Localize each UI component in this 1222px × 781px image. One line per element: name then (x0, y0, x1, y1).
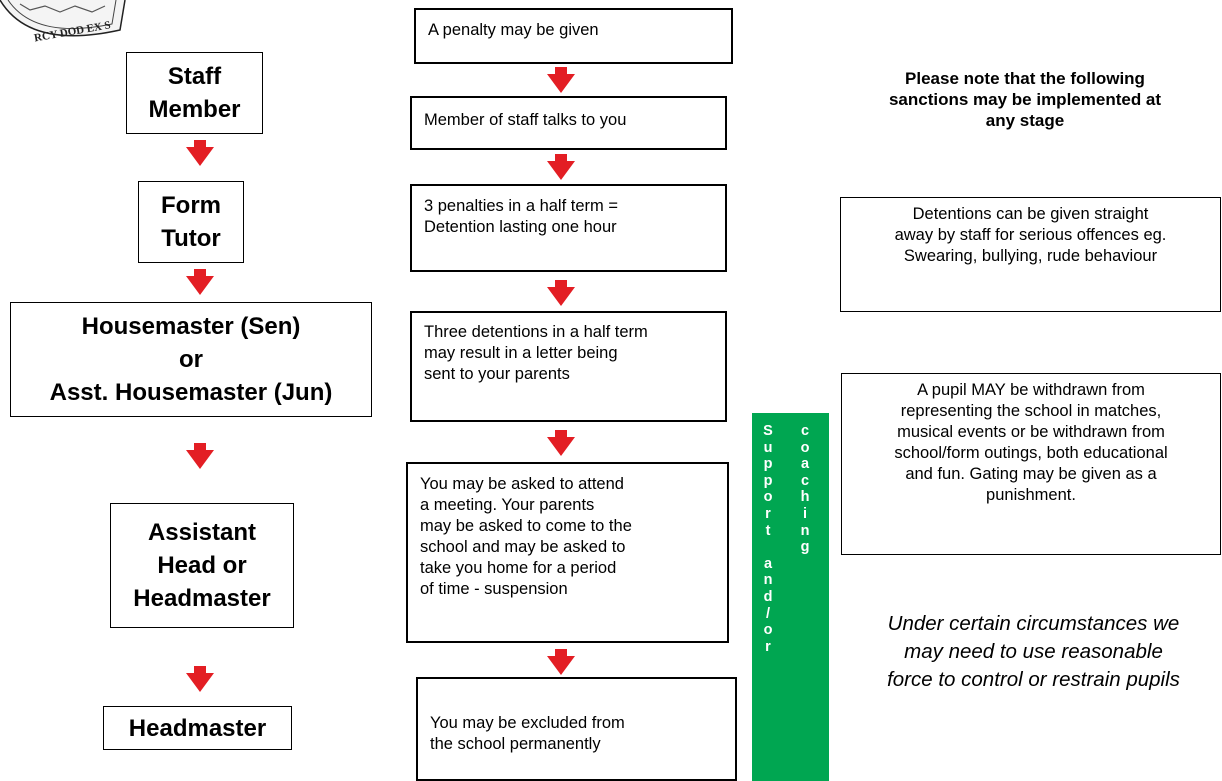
sanctions-note: Please note that the following sanctions… (888, 69, 1162, 130)
withdrawal-info-box: A pupil MAY be withdrawn from representi… (841, 373, 1221, 555)
housemaster-box: Housemaster (Sen) or Asst. Housemaster (… (10, 302, 372, 417)
penalty-text: A penalty may be given (428, 21, 599, 39)
staff-talks-text: Member of staff talks to you (424, 111, 627, 129)
assistant-head-box: Assistant Head or Headmaster (110, 503, 294, 628)
staff-talks-box: Member of staff talks to you (410, 96, 727, 150)
bar-letter: p (763, 456, 773, 473)
bar-letter: n (763, 572, 773, 589)
bar-letter: p (763, 472, 773, 489)
detention-box: 3 penalties in a half term = Detention l… (410, 184, 727, 272)
reasonable-force-note: Under certain circumstances we may need … (887, 612, 1180, 691)
arrow-down-icon (547, 430, 575, 456)
bar-letter: u (763, 439, 773, 456)
bar-letter: o (763, 622, 773, 639)
suspension-text: You may be asked to attend a meeting. Yo… (420, 475, 632, 598)
form-tutor-label: Form Tutor (161, 192, 221, 252)
staff-member-label: Staff Member (148, 63, 241, 123)
arrow-down-icon (186, 443, 214, 469)
staff-member-box: Staff Member (126, 52, 263, 134)
suspension-box: You may be asked to attend a meeting. Yo… (406, 462, 729, 643)
arrow-down-icon (186, 269, 214, 295)
housemaster-label: Housemaster (Sen) or Asst. Housemaster (… (49, 313, 333, 406)
headmaster-label: Headmaster (128, 714, 267, 742)
bar-letter: d (763, 588, 773, 605)
arrow-down-icon (547, 649, 575, 675)
bar-letter: i (802, 505, 808, 522)
detentions-info-text: Detentions can be given straight away by… (894, 205, 1167, 265)
penalty-box: A penalty may be given (414, 8, 733, 64)
exclusion-text: You may be excluded from the school perm… (430, 714, 625, 753)
arrow-down-icon (547, 67, 575, 93)
bar-letter: g (800, 539, 810, 556)
bar-letter: S (763, 423, 773, 439)
arrow-down-icon (186, 140, 214, 166)
support-bar-column-2: c o a c h i n g (797, 423, 813, 556)
letter-text: Three detentions in a half term may resu… (424, 323, 648, 383)
bar-letter: n (800, 522, 810, 539)
support-coaching-bar: S u p p o r t a n d / o r c o a c h i n … (752, 413, 829, 781)
bar-letter: c (800, 423, 810, 439)
arrow-down-icon (186, 666, 214, 692)
bar-letter (760, 539, 776, 556)
letter-box: Three detentions in a half term may resu… (410, 311, 727, 422)
school-crest-logo: RCY DOD EX S (0, 0, 126, 44)
withdrawal-info-text: A pupil MAY be withdrawn from representi… (894, 381, 1168, 504)
arrow-down-icon (547, 280, 575, 306)
bar-letter: o (763, 489, 773, 506)
assistant-head-label: Assistant Head or Headmaster (133, 519, 271, 612)
bar-letter: / (765, 605, 771, 622)
headmaster-box: Headmaster (103, 706, 292, 750)
bar-letter: a (763, 555, 773, 572)
bar-letter: o (800, 439, 810, 456)
bar-letter: r (765, 638, 771, 655)
arrow-down-icon (547, 154, 575, 180)
detentions-info-box: Detentions can be given straight away by… (840, 197, 1221, 312)
bar-letter: r (765, 505, 771, 522)
detention-text: 3 penalties in a half term = Detention l… (424, 197, 618, 236)
support-bar-column-1: S u p p o r t a n d / o r (760, 423, 776, 655)
bar-letter: a (800, 456, 810, 473)
form-tutor-box: Form Tutor (138, 181, 244, 263)
exclusion-box: You may be excluded from the school perm… (416, 677, 737, 781)
bar-letter: c (800, 472, 810, 489)
bar-letter: t (765, 522, 771, 539)
bar-letter: h (800, 489, 810, 506)
